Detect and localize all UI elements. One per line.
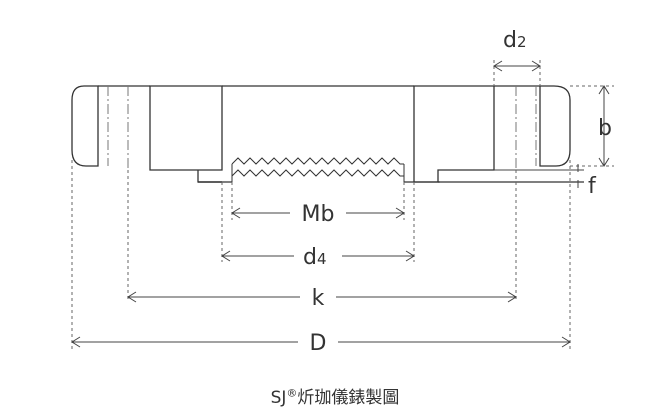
left-inner-block [149,85,223,183]
extension-lines [71,60,614,350]
svg-text:d2: d2 [503,28,527,53]
label-d2: d [503,28,517,53]
dimension-k: k [127,286,517,311]
label-d4: d [303,245,317,270]
dimension-b: b [598,85,612,167]
caption-brand: SJ [270,388,287,408]
caption: SJ®炘珈儀錶製圖 [0,383,670,408]
right-inner-block [413,85,495,183]
label-D: D [310,331,327,356]
label-Mb: Mb [302,202,335,227]
internal-thread [231,157,405,182]
dimension-Mb: Mb [231,202,405,227]
registered-mark: ® [286,386,298,400]
svg-text:d4: d4 [303,245,327,270]
flange-body [71,85,584,183]
label-k: k [312,286,325,311]
dimension-f: f [577,164,597,199]
label-d2-sub: 2 [517,33,527,51]
left-outer-section [71,85,99,167]
label-f: f [588,174,597,199]
dimension-d2: d2 [493,28,541,72]
label-d4-sub: 4 [317,250,327,268]
caption-text: 炘珈儀錶製圖 [297,388,400,408]
dimension-d4: d4 [221,245,415,270]
dimension-D: D [71,331,571,356]
flange-drawing: d2 b f Mb d4 k [71,28,614,356]
label-b: b [598,116,612,141]
right-outer-section [539,85,571,167]
bolt-hole-centerlines [107,86,537,170]
